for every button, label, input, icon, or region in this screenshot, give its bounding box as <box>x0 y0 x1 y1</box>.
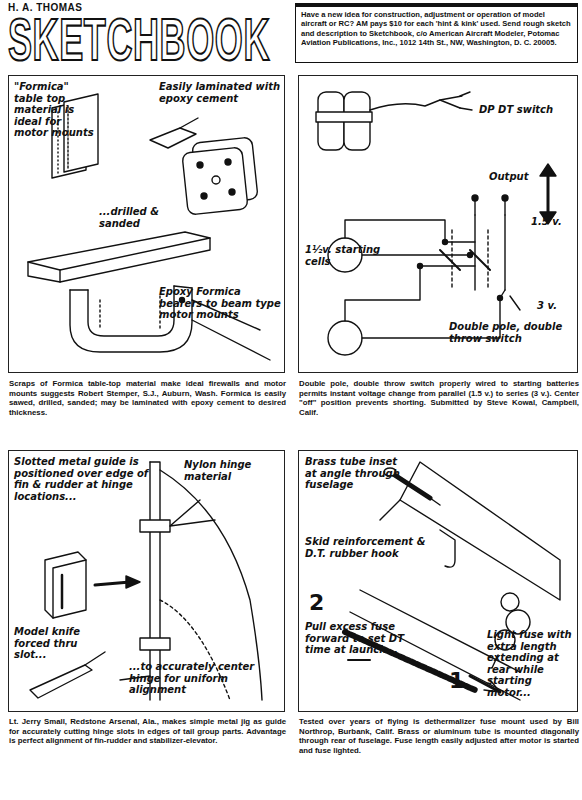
illustration-stroke <box>460 92 472 110</box>
illustration-stroke <box>53 560 86 618</box>
callout-text: Output <box>489 171 559 183</box>
illustration-stroke <box>380 500 400 520</box>
illustration-stroke <box>45 552 86 618</box>
illustration-stroke <box>126 576 140 588</box>
callout-text: ...drilled & sanded <box>99 206 194 229</box>
illustration-stroke <box>475 200 505 215</box>
callout-text: Easily laminated with epoxy cement <box>159 81 281 104</box>
illustration-stroke <box>212 176 220 184</box>
illustration-stroke <box>451 230 452 290</box>
sketch-panel: Brass tube inset at angle through fusela… <box>298 450 578 712</box>
illustration-stroke <box>502 195 508 201</box>
switch-circuit-illustration <box>316 92 556 355</box>
callout-text: Pull excess fuse forward to set DT time … <box>305 621 405 656</box>
illustration-stroke <box>348 659 370 661</box>
callout-text: Slotted metal guide is positioned over e… <box>14 456 149 502</box>
illustration-stroke <box>61 575 64 608</box>
illustration-stroke <box>362 300 500 338</box>
sketch-panel: DP DT switchOutput 1½v. starting cells 1.5… <box>298 75 578 373</box>
illustration-stroke <box>540 164 556 176</box>
illustration-stroke <box>370 100 440 110</box>
callout-number: 2 <box>309 591 331 615</box>
callout-text: 1½v. starting cells <box>305 244 383 267</box>
illustration-stroke <box>345 268 420 321</box>
sketch-panel: Slotted metal guide is positioned over e… <box>8 450 285 712</box>
illustration-stroke <box>328 321 362 355</box>
illustration-stroke <box>150 128 196 148</box>
illustration-stroke <box>487 230 488 290</box>
callout-text: Double pole, double throw switch <box>449 321 574 344</box>
illustration-stroke <box>475 215 505 290</box>
illustration-stroke <box>440 250 490 270</box>
caption-text: Tested over years of flying is dethermal… <box>299 717 579 755</box>
illustration-stroke <box>400 462 560 600</box>
illustration-stroke <box>468 253 473 258</box>
callout-text: DP DT switch <box>479 104 569 116</box>
illustration-stroke <box>440 96 462 108</box>
illustration-stroke <box>440 530 455 567</box>
illustration-stroke <box>140 638 170 650</box>
illustration-stroke <box>316 112 372 122</box>
illustration-stroke <box>170 500 215 526</box>
callout-text: Skid reinforcement & D.T. rubber hook <box>305 536 435 559</box>
illustration-stroke <box>420 242 505 298</box>
illustration-stroke <box>60 238 210 282</box>
callout-number: 1 <box>449 669 471 693</box>
illustration-stroke <box>95 582 130 585</box>
illustration-stroke <box>140 520 170 532</box>
illustration-stroke <box>182 147 248 215</box>
illustration-stroke <box>28 232 210 270</box>
callout-text: Light fuse with extra length extending a… <box>487 629 575 698</box>
illustration-stroke <box>180 118 198 128</box>
illustration-stroke <box>197 162 203 168</box>
illustration-stroke <box>229 189 235 195</box>
callout-text: Model knife forced thru slot... <box>14 626 109 661</box>
callout-text: Epoxy Formica bearers to beam type motor… <box>159 286 281 321</box>
illustration-stroke <box>85 652 105 665</box>
illustration-stroke <box>99 300 100 330</box>
caption-text: Scraps of Formica table-top material mak… <box>9 379 286 417</box>
illustration-stroke <box>430 498 440 505</box>
illustration-stroke <box>345 220 445 240</box>
callout-text: 1.5 v. <box>531 216 576 228</box>
callout-text: Nylon hinge material <box>184 459 279 482</box>
illustration-stroke <box>225 159 231 165</box>
callout-text: 3 v. <box>537 300 577 312</box>
submission-box: Have a new idea for construction, adjust… <box>295 3 578 63</box>
callout-text: ...to accurately center hinge for unifor… <box>129 661 279 696</box>
intro-text: Have a new idea for construction, adjust… <box>301 10 572 48</box>
illustration-stroke <box>510 296 520 310</box>
page-title: SKETCHBOOK <box>8 8 270 72</box>
illustration-stroke <box>472 195 478 201</box>
callout-text: "Formica" table top material is ideal fo… <box>14 81 96 139</box>
sketch-panel: "Formica" table top material is ideal fo… <box>8 75 285 373</box>
caption-text: Lt. Jerry Small, Redstone Arsenal, Ala.,… <box>9 717 286 746</box>
illustration-stroke <box>201 193 207 199</box>
illustration-stroke <box>28 262 60 282</box>
callout-text: Brass tube inset at angle through fusela… <box>305 456 405 491</box>
illustration-stroke <box>30 665 92 698</box>
caption-text: Double pole, double throw switch properl… <box>299 379 579 417</box>
illustration-stroke <box>501 593 519 611</box>
